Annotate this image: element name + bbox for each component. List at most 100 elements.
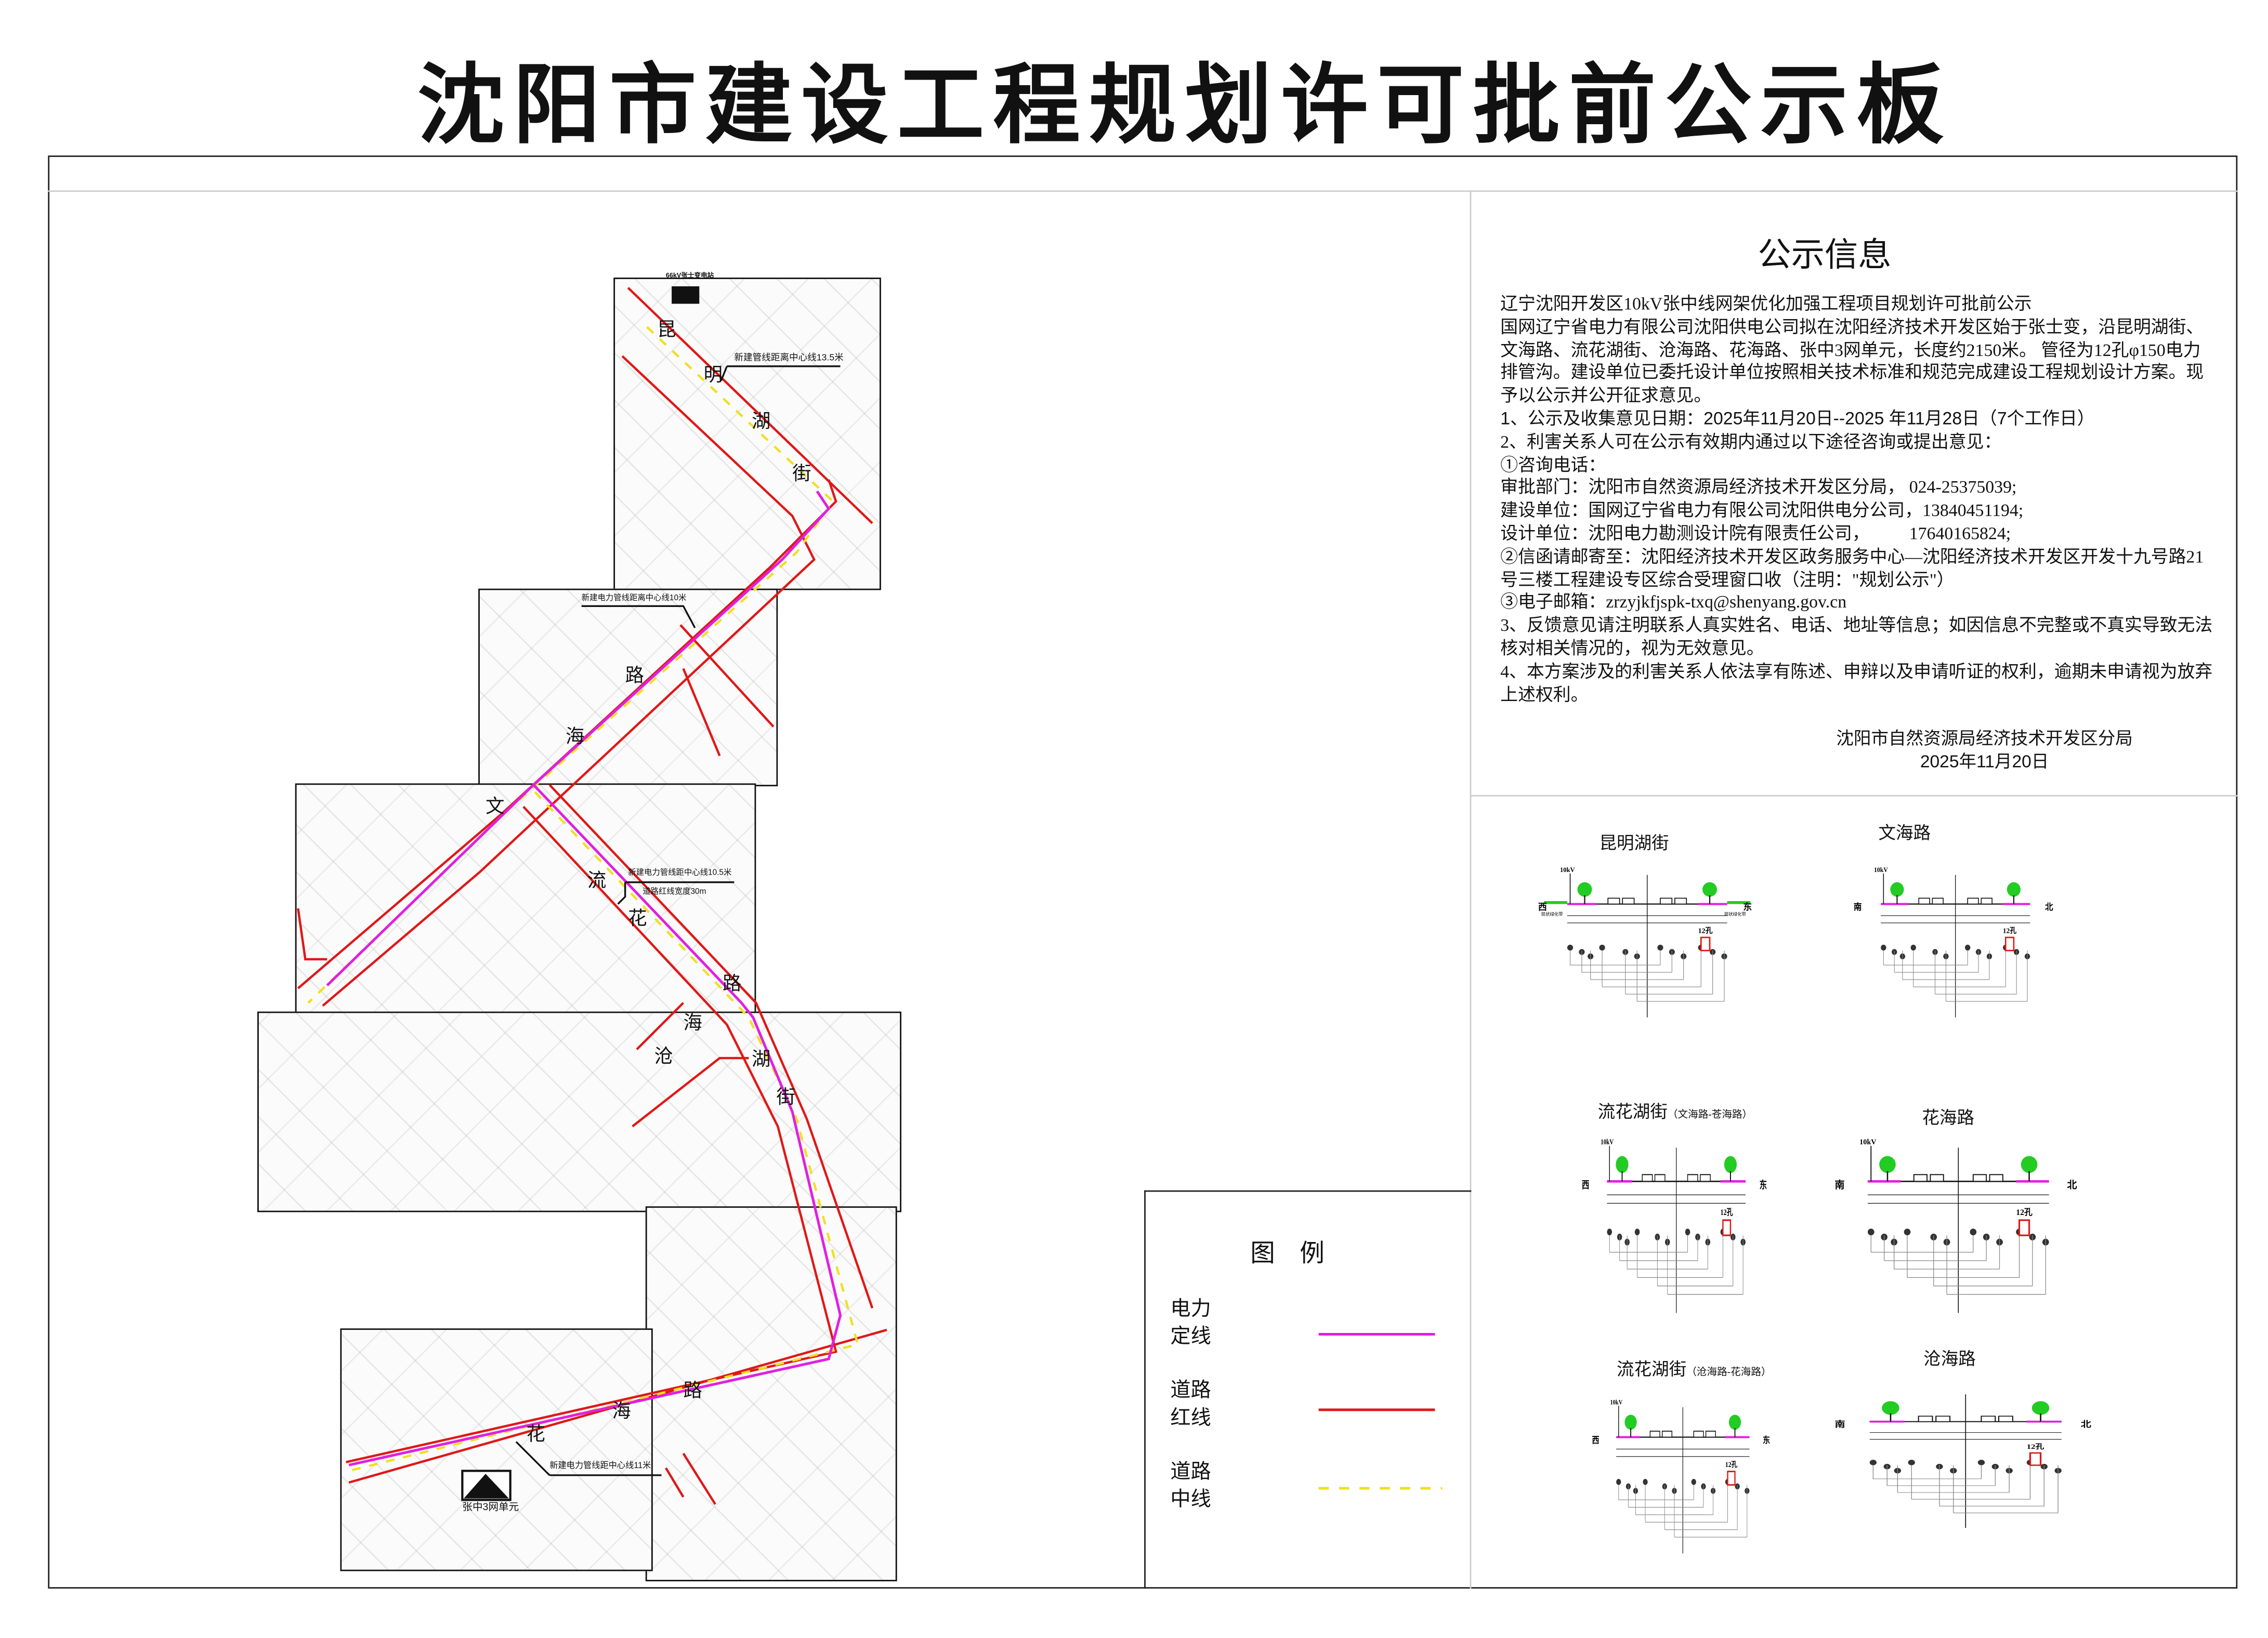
tree-icon [2021, 1156, 2038, 1173]
annotation: 新建电力管线距离中心线10米 [581, 594, 687, 603]
substation-icon [672, 286, 700, 304]
pipe-icon [1908, 1460, 1915, 1465]
vehicle-icon [1989, 1174, 2003, 1182]
road-label-char: 花 [526, 1423, 545, 1445]
road-label-char: 路 [723, 972, 742, 995]
redline-kunming-east [627, 287, 873, 524]
pipe-icon [1881, 944, 1886, 951]
annotation: 新建管线距离中心线13.5米 [734, 353, 844, 364]
power-duct-icon [2018, 1219, 2030, 1236]
road-label-char: 文 [486, 795, 505, 817]
voltage-label: 10kV [1610, 1398, 1622, 1406]
map-panel-huahai-west [340, 1328, 653, 1571]
road-label-char: 海 [612, 1399, 631, 1422]
redline-wenhai-inner [501, 479, 837, 815]
direction-label: 南 [1835, 1179, 1845, 1191]
map-panel-kunming [613, 278, 881, 590]
road-label-char: 湖 [751, 1048, 771, 1070]
info-paragraph: 3、反馈意见请注明联系人真实姓名、电话、地址等信息；如因信息不完整或不真实导致无… [1500, 615, 2213, 658]
map-panel-wenhai [478, 588, 778, 787]
duct-holes-label: 12孔 [2003, 927, 2017, 935]
email-link[interactable]: ③电子邮箱：zrzyjkfjspk-txq@shenyang.gov.cn [1500, 592, 1847, 613]
info-body: 辽宁沈阳开发区10kV张中线网架优化加强工程项目规划许可批前公示 国网辽宁省电力… [1500, 294, 2215, 707]
road-label-char: 明 [703, 363, 723, 386]
direction-label: 东 [1760, 1179, 1767, 1191]
green-belt-label: 现状绿化带 [1541, 912, 1563, 917]
vehicle-icon [1693, 1431, 1704, 1438]
road-label-char: 昆 [657, 318, 676, 340]
power-duct-icon [2004, 936, 2015, 952]
legend-box [1144, 1190, 1472, 1589]
pipe-icon [1616, 1478, 1621, 1485]
pipe-icon [1657, 944, 1663, 951]
direction-label: 南 [1835, 1419, 1845, 1429]
info-paragraph: ①咨询电话： [1500, 454, 1606, 475]
road-label-char: 街 [792, 462, 811, 484]
map-panel-canghai [257, 1011, 902, 1212]
cross-section-title: 沧海路 [1923, 1346, 1976, 1371]
substation-label: 66kV张士变电站 [665, 272, 714, 279]
vehicle-icon [1705, 1431, 1716, 1438]
cross-section-title: 文海路 [1878, 820, 1931, 844]
cross-section-diagram: 12孔10kV西东 [1592, 1398, 1770, 1554]
power-duct-icon [1700, 936, 1711, 952]
divider [48, 190, 2238, 192]
redline-side-roads [679, 624, 775, 757]
direction-label: 西 [1592, 1435, 1599, 1446]
vehicle-icon [1607, 897, 1620, 905]
page-title: 沈阳市建设工程规划许可批前公示板 [417, 58, 1953, 154]
direction-label: 北 [2067, 1179, 2077, 1191]
vehicle-icon [1661, 1431, 1673, 1438]
direction-label: 南 [1854, 902, 1862, 912]
redline-liuhua-west [346, 805, 837, 1463]
signature: 沈阳市自然资源局经济技术开发区分局 [1836, 728, 2133, 749]
pipe-icon [1910, 944, 1916, 951]
divider [1470, 795, 2238, 797]
direction-label: 北 [2045, 902, 2053, 912]
pipe-icon [1691, 1478, 1696, 1485]
info-paragraph: 辽宁沈阳开发区10kV张中线网架优化加强工程项目规划许可批前公示 [1500, 293, 2032, 314]
section-road-name: 昆明湖街 [1599, 833, 1669, 853]
annotation: 道路红线宽度30m [643, 888, 706, 897]
direction-label: 东 [1763, 1435, 1770, 1446]
unit-symbol [461, 1470, 512, 1501]
road-label-char: 街 [776, 1086, 795, 1108]
green-belt-label: 现状绿化带 [1724, 912, 1746, 917]
voltage-label: 10kV [1874, 866, 1888, 874]
road-label-char: 海 [683, 1011, 702, 1034]
vehicle-icon [1918, 897, 1930, 905]
pipe-icon [1607, 1228, 1612, 1236]
tree-icon [1577, 882, 1592, 897]
direction-label: 北 [2081, 1420, 2091, 1429]
cross-section-diagram: 12孔 10kV 南 北 [1854, 866, 2053, 1018]
direction-label: 东 [1743, 902, 1752, 912]
section-road-name: 沧海路 [1923, 1349, 1976, 1369]
cross-section-diagram: 12孔10kV西东 [1582, 1138, 1767, 1313]
map-panel-liuhua [295, 783, 756, 1015]
section-road-name: 文海路 [1878, 822, 1931, 843]
voltage-label: 10kV [1859, 1138, 1877, 1146]
contact-designer: 设计单位：沈阳电力勘测设计院有限责任公司， 17640165824; [1500, 523, 2011, 544]
power-duct-icon [2029, 1452, 2042, 1466]
info-paragraph: 国网辽宁省电力有限公司沈阳供电公司拟在沈阳经济技术开发区始于张士变，沿昆明湖街、… [1500, 316, 2204, 406]
redline-side-roads [297, 908, 327, 961]
section-road-name: 流花湖街 [1597, 1101, 1668, 1122]
vehicle-icon [1913, 1174, 1928, 1182]
vehicle-icon [1674, 897, 1687, 905]
pipe-icon [1867, 1228, 1874, 1236]
duct-holes-label: 12孔 [2016, 1208, 2033, 1217]
tree-icon [1728, 1415, 1741, 1430]
divider [1470, 190, 1472, 1589]
vehicle-icon [1981, 1416, 1996, 1422]
power-route [326, 490, 842, 1467]
section-road-name: 流花湖街 [1617, 1359, 1687, 1380]
redline-side-roads [665, 1452, 716, 1505]
road-label-char: 流 [587, 869, 607, 891]
vehicle-icon [1935, 1416, 1951, 1422]
voltage-label: 10kV [1560, 866, 1575, 874]
tree-icon [1879, 1156, 1896, 1173]
direction-label: 西 [1538, 902, 1547, 912]
road-label-char: 湖 [751, 410, 771, 432]
section-road-name: 花海路 [1922, 1107, 1975, 1128]
